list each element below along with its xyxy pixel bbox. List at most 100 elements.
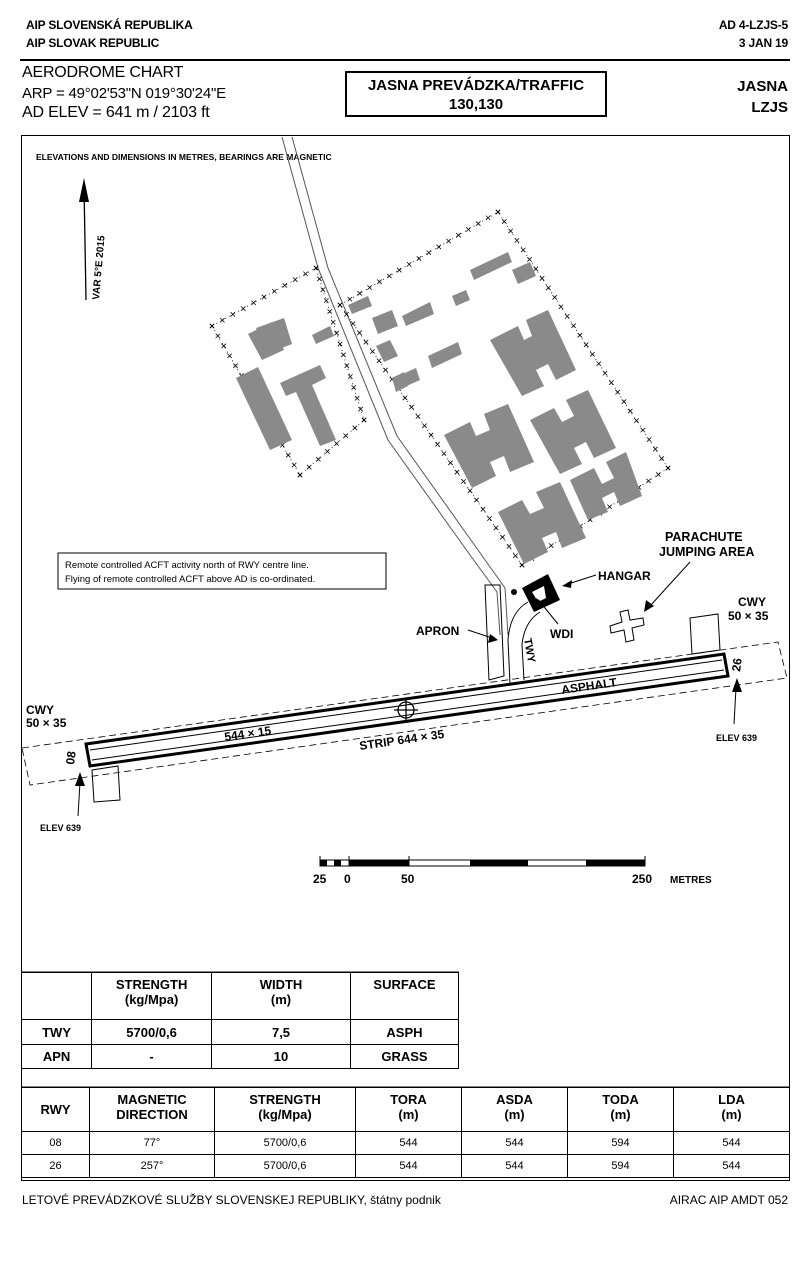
fence-cross xyxy=(357,330,362,336)
strip-dimensions: STRIP 644 × 35 xyxy=(358,727,445,753)
row-name: APN xyxy=(20,1044,93,1069)
fence-cross xyxy=(596,361,602,367)
fence-cross xyxy=(589,351,595,357)
fence-cross xyxy=(475,221,481,227)
fence-cross xyxy=(583,342,589,348)
fence-cross xyxy=(227,353,233,359)
fence-cross xyxy=(454,469,460,475)
fence-cross xyxy=(436,244,442,250)
fence-cross xyxy=(285,452,291,458)
rwy-header-rwy: RWY xyxy=(21,1087,90,1132)
fence-cross xyxy=(376,358,382,364)
rwy-26-designator: 26 xyxy=(729,657,745,672)
traffic-frequency: 130,130 xyxy=(448,96,504,113)
fence-cross xyxy=(548,543,554,549)
rwy-08-designator: 08 xyxy=(63,750,79,765)
row-width: 7,5 xyxy=(211,1019,351,1045)
fence-cross xyxy=(370,348,375,354)
hangar-leader xyxy=(567,574,597,585)
elev-right: ELEV 639 xyxy=(716,733,757,743)
fence-cross xyxy=(358,406,364,412)
row-rwy: 08 xyxy=(21,1131,90,1155)
fence-cross xyxy=(448,460,453,466)
traffic-frequency-box: JASNA PREVÁDZKA/TRAFFIC 130,130 xyxy=(345,71,607,117)
footer-amendment: AIRAC AIP AMDT 052 xyxy=(669,1193,788,1207)
fence-cross xyxy=(640,427,646,433)
fence-cross xyxy=(271,288,277,294)
row-strength: 5700/0,6 xyxy=(91,1019,213,1045)
fence-cross xyxy=(377,279,382,285)
fence-cross xyxy=(282,282,288,288)
fence-cross xyxy=(485,215,491,221)
fence-cross xyxy=(363,339,369,345)
fence-cross xyxy=(361,417,367,423)
page-date: 3 JAN 19 xyxy=(738,36,788,50)
twy-header-strength: STRENGTH (kg/Mpa) xyxy=(91,972,213,1020)
table-row: TWY 5700/0,6 7,5 ASPH xyxy=(20,1019,460,1045)
fence-cross xyxy=(487,516,492,522)
fence-cross xyxy=(495,209,501,215)
fence-cross xyxy=(519,562,525,568)
cwy-left-dims: 50 × 35 xyxy=(26,716,67,730)
row-asda: 544 xyxy=(461,1131,568,1155)
elev-right-pointer xyxy=(732,678,742,725)
icao-code: LZJS xyxy=(751,99,788,116)
fence-cross xyxy=(354,395,360,401)
row-tora: 544 xyxy=(355,1131,462,1155)
row-strength: - xyxy=(91,1044,213,1069)
fence-cross xyxy=(665,465,671,471)
fence-cross xyxy=(652,446,658,452)
fence-cross xyxy=(209,323,215,329)
fence-cross xyxy=(558,304,564,310)
fence-cross xyxy=(327,308,333,314)
fence-cross xyxy=(500,534,505,540)
fence-cross xyxy=(508,228,514,234)
rwy-header-tora-line1: TORA xyxy=(390,1092,427,1107)
table-row: 26 257° 5700/0,6 544 544 594 544 xyxy=(21,1154,790,1178)
rwy-header-tora-line2: (m) xyxy=(398,1107,419,1122)
buildings-left xyxy=(236,318,336,450)
row-width: 10 xyxy=(211,1044,351,1069)
fence-cross xyxy=(465,226,471,232)
twy-header-surface-line1: SURFACE xyxy=(373,977,436,992)
fence-cross xyxy=(316,276,322,282)
rwy-header-lda-line2: (m) xyxy=(721,1107,742,1122)
fence-cross xyxy=(441,451,447,457)
arp-coordinates: ARP = 49°02'53"N 019°30'24"E xyxy=(22,85,226,102)
taxiway xyxy=(507,601,541,685)
rwy-header-direction-line1: MAGNETIC xyxy=(117,1092,187,1107)
fence-cross xyxy=(627,408,633,414)
fence-cross xyxy=(415,413,421,419)
fence-cross xyxy=(334,330,340,336)
fence-cross xyxy=(350,321,356,327)
twy-header-strength-line1: STRENGTH xyxy=(115,977,188,992)
fence-cross xyxy=(351,384,357,390)
wdi-label: WDI xyxy=(550,627,573,641)
rc-note-line2: Flying of remote controlled ACFT above A… xyxy=(65,574,315,585)
twy-header-surface: SURFACE xyxy=(349,972,460,1020)
rc-note-box xyxy=(57,552,387,590)
fence-cross xyxy=(240,306,246,312)
row-lda: 544 xyxy=(673,1131,790,1155)
footer-publisher: LETOVÉ PREVÁDZKOVÉ SLUŽBY SLOVENSKEJ REP… xyxy=(22,1193,441,1207)
rwy-header-strength-line2: (kg/Mpa) xyxy=(258,1107,312,1122)
elev-left: ELEV 639 xyxy=(40,823,81,833)
rwy-header-direction: MAGNETIC DIRECTION xyxy=(89,1087,215,1132)
twy-header-strength-line2: (kg/Mpa) xyxy=(124,992,179,1007)
fence-cross xyxy=(313,265,319,271)
rwy-header-lda-line1: LDA xyxy=(718,1092,745,1107)
fence-cross xyxy=(251,300,257,306)
scale-label-25: 25 xyxy=(313,872,327,886)
rwy-header-asda-line2: (m) xyxy=(504,1107,525,1122)
fence-cross xyxy=(659,456,665,462)
row-lda: 544 xyxy=(673,1154,790,1178)
fence-cross xyxy=(261,294,267,300)
fence-cross xyxy=(646,437,652,443)
fence-cross xyxy=(426,250,432,256)
row-direction: 257° xyxy=(89,1154,215,1178)
runway-dimensions: 544 × 15 xyxy=(223,723,272,744)
rwy-header-asda-line1: ASDA xyxy=(496,1092,533,1107)
fence-cross xyxy=(291,462,297,468)
rwy-header-strength: STRENGTH (kg/Mpa) xyxy=(214,1087,356,1132)
row-name: TWY xyxy=(20,1019,93,1045)
